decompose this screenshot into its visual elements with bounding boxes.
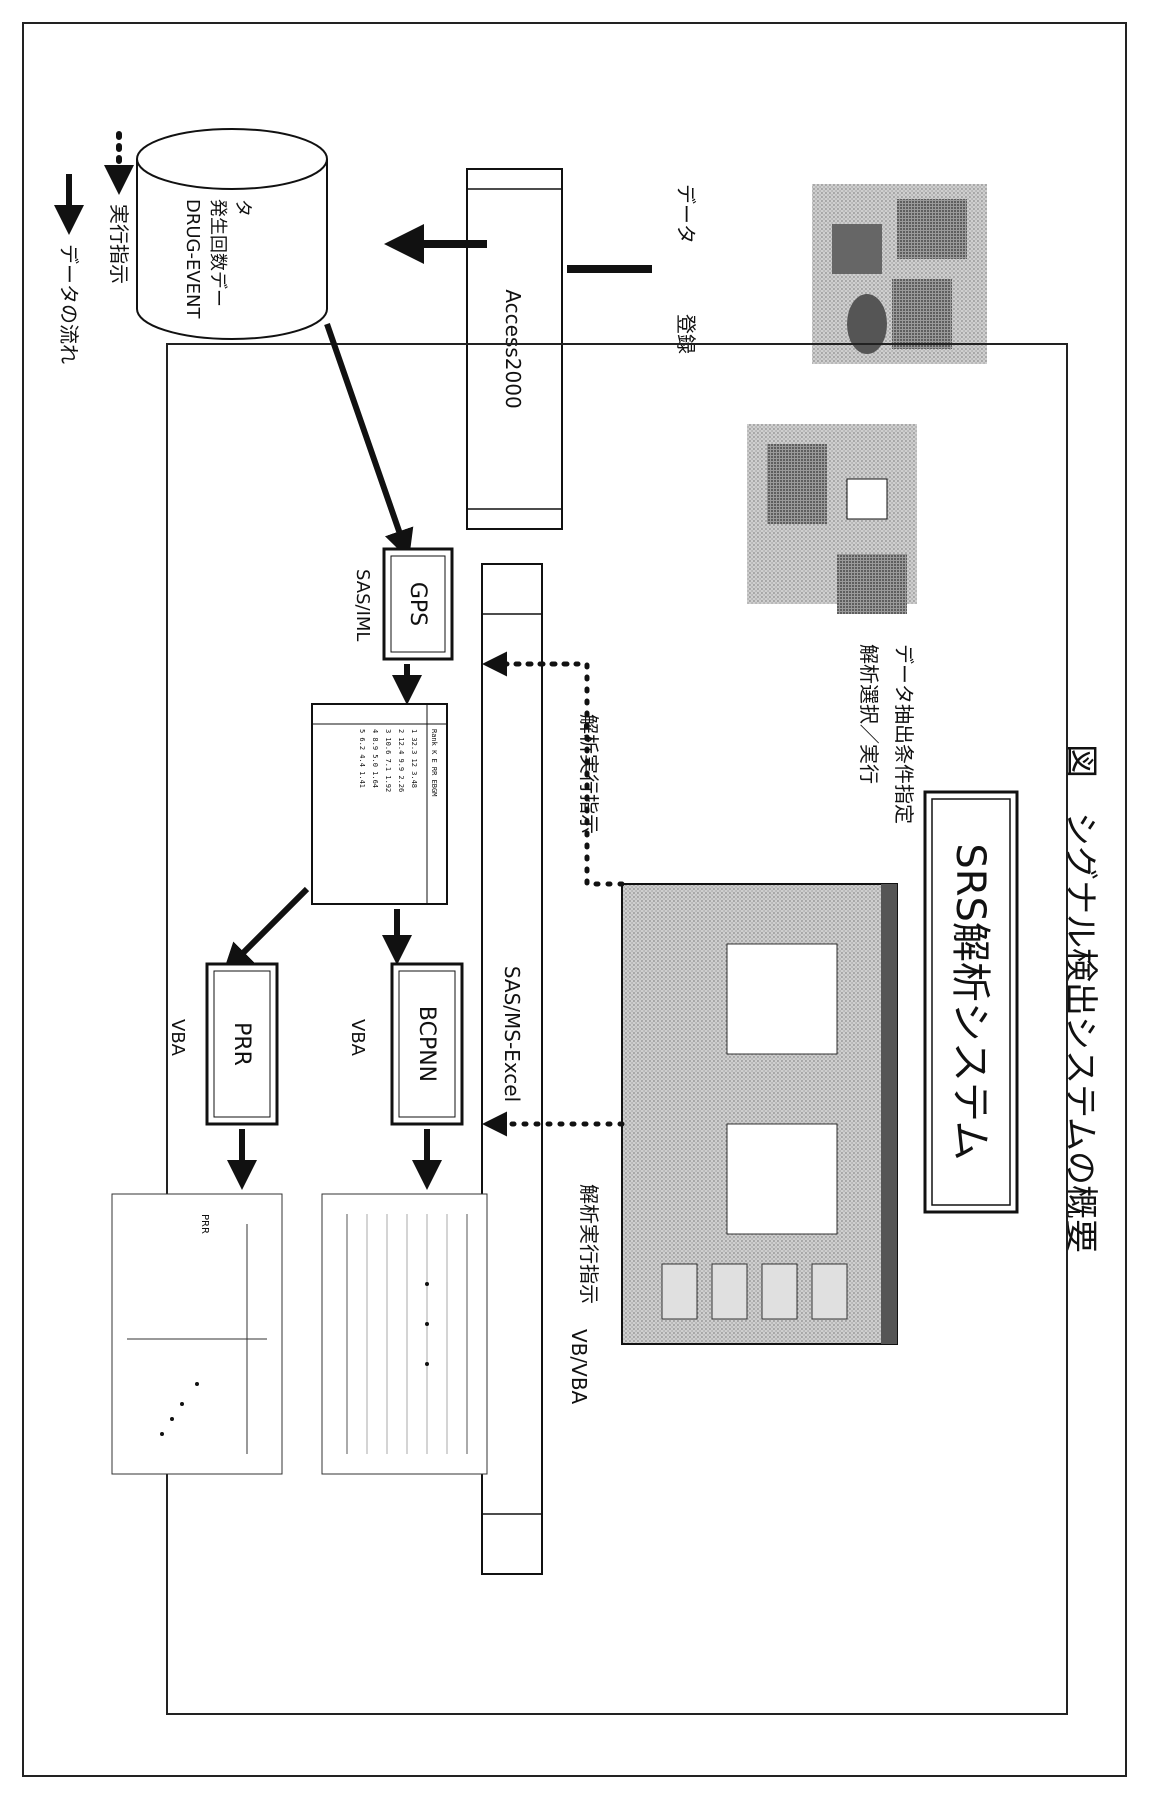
- gps-output-table: Rank K E RR EBGM 1 32.3 12 3.48 2 12.4 9…: [312, 704, 447, 904]
- legend: データの流れ 実行指示: [57, 134, 131, 364]
- system-title: SRS解析システム: [947, 843, 993, 1160]
- db-line2: 発生回数デー: [207, 199, 228, 307]
- gps-sub: SAS/IML: [352, 569, 373, 641]
- operator-select: 解析選択／実行: [857, 644, 881, 784]
- db-line3: タ: [232, 199, 253, 217]
- data-label: データ: [674, 184, 698, 244]
- legend-execution: 実行指示: [107, 204, 131, 284]
- gps-label: GPS: [405, 582, 430, 626]
- data-entry-photo: [812, 184, 987, 364]
- register-label: 登録: [674, 314, 698, 354]
- gps-node[interactable]: GPS: [384, 549, 452, 659]
- table-to-prr-arrow: [227, 889, 307, 969]
- operator-condition: データ抽出条件指定: [892, 644, 916, 824]
- table-row: 4 8.9 5.0 1.64: [371, 729, 379, 788]
- bcpnn-node[interactable]: BCPNN: [392, 964, 462, 1124]
- access-label: Access2000: [501, 289, 525, 408]
- table-row: 1 32.3 12 3.48: [410, 729, 418, 788]
- bcpnn-chart: [322, 1194, 487, 1474]
- db-to-gps-arrow: [327, 324, 407, 554]
- bcpnn-label: BCPNN: [414, 1006, 439, 1082]
- bcpnn-sub: VBA: [347, 1019, 368, 1057]
- operator-photo: [747, 424, 917, 614]
- instruction-lower: 解析実行指示: [577, 1184, 601, 1304]
- prr-label: PRR: [229, 1022, 254, 1066]
- prr-node[interactable]: PRR: [207, 964, 277, 1124]
- access-bar: Access2000: [467, 169, 562, 529]
- vb-label: VB/VBA: [567, 1329, 591, 1405]
- prr-chart: PRR: [112, 1194, 282, 1474]
- srs-system-diagram: 図 シグナル検出システムの概要 SRS解析システム データ 登録 Access2…: [27, 24, 1127, 1774]
- table-row: 5 6.2 4.4 1.41: [358, 729, 366, 788]
- database-cylinder: [137, 129, 327, 369]
- excel-bar: SAS/MS-Excel: [482, 564, 542, 1574]
- prr-sub: VBA: [167, 1019, 188, 1057]
- table-row: 3 10.6 7.1 1.92: [384, 729, 392, 792]
- db-line1: DRUG-EVENT: [182, 199, 203, 320]
- prr-chart-title: PRR: [199, 1214, 210, 1234]
- system-title-box: SRS解析システム: [925, 792, 1017, 1212]
- table-row: 2 12.4 9.9 2.26: [397, 729, 405, 792]
- instruction-upper: 解析実行指示: [577, 714, 601, 834]
- table-header: Rank K E RR EBGM: [430, 729, 438, 796]
- vb-screen: [622, 884, 897, 1344]
- legend-data-flow: データの流れ: [57, 244, 81, 364]
- excel-label: SAS/MS-Excel: [500, 966, 524, 1102]
